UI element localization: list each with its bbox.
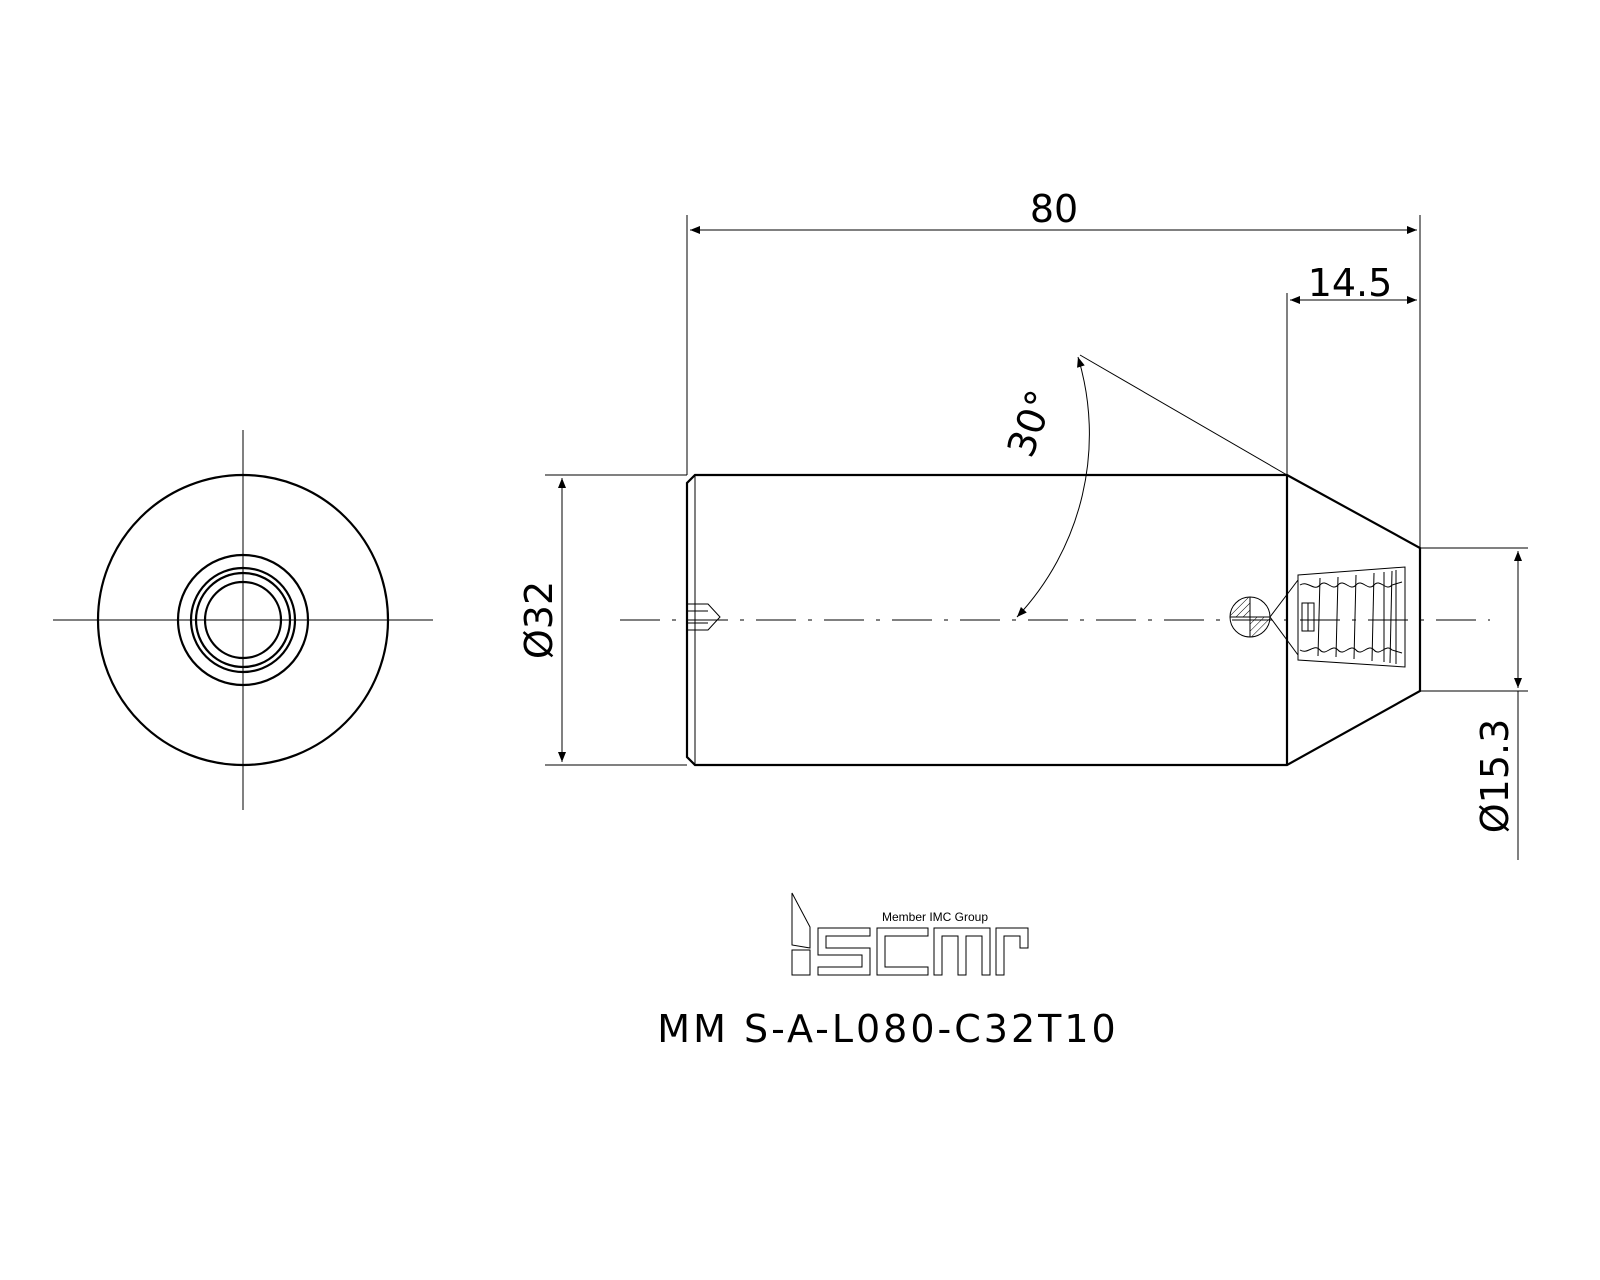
logo-tagline: Member IMC Group — [882, 910, 988, 924]
pilot-hole — [687, 603, 721, 631]
cross-hole — [1229, 596, 1271, 638]
dim-cone-length: 14.5 — [1308, 261, 1393, 305]
dim-tip-diameter: Ø15.3 — [1473, 719, 1517, 834]
dim-body-diameter: Ø32 — [517, 581, 561, 659]
dimension-tip-diameter: Ø15.3 — [1420, 547, 1528, 860]
thread-detail — [1269, 566, 1406, 668]
dim-overall-length: 80 — [1030, 187, 1078, 231]
dimension-cone-length: 14.5 — [1286, 261, 1417, 475]
dimension-angle: 30° — [999, 354, 1288, 618]
side-view — [620, 473, 1490, 767]
dimension-overall-length: 80 — [686, 187, 1421, 548]
dim-angle: 30° — [999, 384, 1063, 462]
part-number: MM S-A-L080-C32T10 — [657, 1007, 1118, 1051]
end-view — [53, 430, 433, 810]
iscar-logo: Member IMC Group — [791, 892, 1029, 976]
dimension-body-diameter: Ø32 — [517, 474, 687, 766]
